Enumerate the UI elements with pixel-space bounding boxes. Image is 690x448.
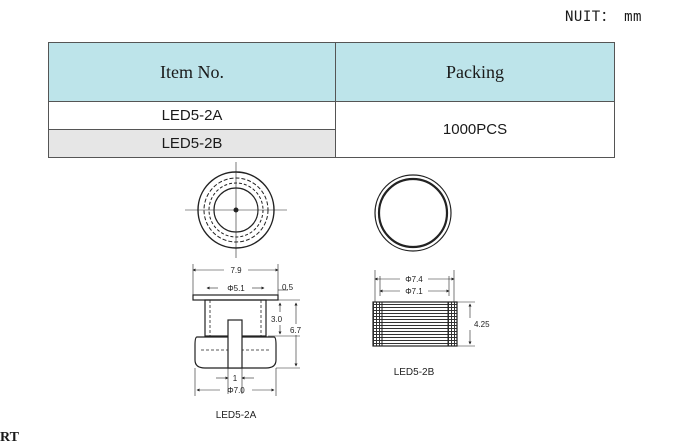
item-cell: LED5-2A <box>48 101 336 130</box>
dim-base-label: Φ7.0 <box>227 386 245 395</box>
led5-2a-top-view <box>185 162 287 258</box>
dim-outer-label: Φ7.4 <box>405 275 423 284</box>
item-cell: LED5-2B <box>48 129 336 158</box>
led5-2b-side-view <box>372 270 475 347</box>
dim-height-label: 4.25 <box>474 320 490 329</box>
dim-slot-label: 1 <box>233 374 238 383</box>
table-row: LED5-2B <box>48 129 615 158</box>
led5-2b-top-view <box>374 174 452 252</box>
dim-inner-label: Φ5.1 <box>227 284 245 293</box>
dim-inner-label: Φ7.1 <box>405 287 423 296</box>
led5-2a-side-view <box>192 264 300 396</box>
led5-2b-label: LED5-2B <box>394 367 435 378</box>
spec-table: Item No. Packing LED5-2A 1000PCS LED5-2B <box>48 42 615 158</box>
packing-cell: 1000PCS <box>335 101 615 158</box>
led5-2a-label: LED5-2A <box>216 410 257 421</box>
table-row: LED5-2A 1000PCS <box>48 101 615 158</box>
unit-label: NUIT： mm <box>564 9 642 25</box>
table-header-row: Item No. Packing <box>48 42 615 102</box>
dim-height-label: 6.7 <box>290 326 302 335</box>
header-packing: Packing <box>335 42 615 102</box>
cut-off-heading: RT <box>0 430 19 445</box>
header-item-no: Item No. <box>48 42 336 102</box>
dim-flange-label: 0.5 <box>282 283 294 292</box>
dim-step-label: 3.0 <box>271 315 283 324</box>
dim-width-label: 7.9 <box>230 266 242 275</box>
